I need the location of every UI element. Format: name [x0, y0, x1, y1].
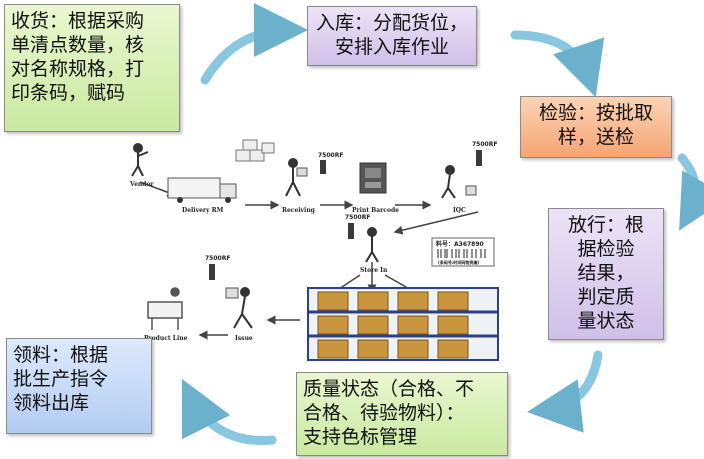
release-box: 放行：根 据检验 结果， 判定质 量状态: [548, 208, 664, 340]
productline-figure: [147, 287, 183, 330]
stockin-box: 入库：分配货位， 安排入库作业: [307, 6, 477, 66]
delivery-label: Delivery RM: [182, 207, 224, 214]
pick-box: 领料：根据 批生产指令 领料出库: [6, 338, 152, 434]
cycle-arrow-4: [527, 350, 603, 433]
status-box: 质量状态（合格、不 合格、待验物料）： 支持色标管理: [296, 372, 508, 456]
storein-figure: [365, 227, 379, 263]
issue-label: Issue: [235, 335, 253, 342]
scanner-label-2: 7500RF: [472, 141, 497, 148]
cycle-arrow-1: [200, 3, 308, 85]
printer-icon: [359, 162, 387, 194]
cycle-arrows: [181, 3, 704, 445]
receiving-label: Receiving: [282, 207, 316, 214]
scanner-label-3: 7500RF: [345, 214, 370, 221]
receiving-figure: [285, 158, 308, 197]
barcode-sub: (条码号:时间码物资编): [438, 259, 479, 265]
inspect-box: 检验：按批取 样，送检: [520, 96, 672, 158]
boxes-icon: [235, 139, 275, 162]
cycle-arrow-3: [677, 153, 704, 231]
scanner-label-1: 7500RF: [318, 152, 343, 159]
barcode-tag: [431, 237, 495, 267]
receive-box: 收货：根据采购 单清点数量，核 对名称规格，打 印条码，赋码: [4, 4, 180, 132]
warehouse-racks: [307, 287, 499, 361]
vendor-label: Vendor: [129, 181, 154, 188]
storein-label: Store In: [360, 267, 388, 274]
cycle-arrow-5: [181, 378, 277, 445]
scanner-label-4: 7500RF: [205, 255, 230, 262]
issue-figure: [225, 287, 253, 329]
vendor-figure: [131, 143, 149, 177]
barcode-label: 料号：A367890: [436, 240, 484, 248]
iqc-label: IQC: [453, 207, 466, 214]
iqc-figure: [441, 165, 456, 199]
print-label: Print Barcode: [352, 207, 399, 214]
cycle-arrow-2: [510, 30, 605, 98]
productline-label: Product Line: [144, 335, 188, 342]
truck-icon: [167, 177, 237, 203]
